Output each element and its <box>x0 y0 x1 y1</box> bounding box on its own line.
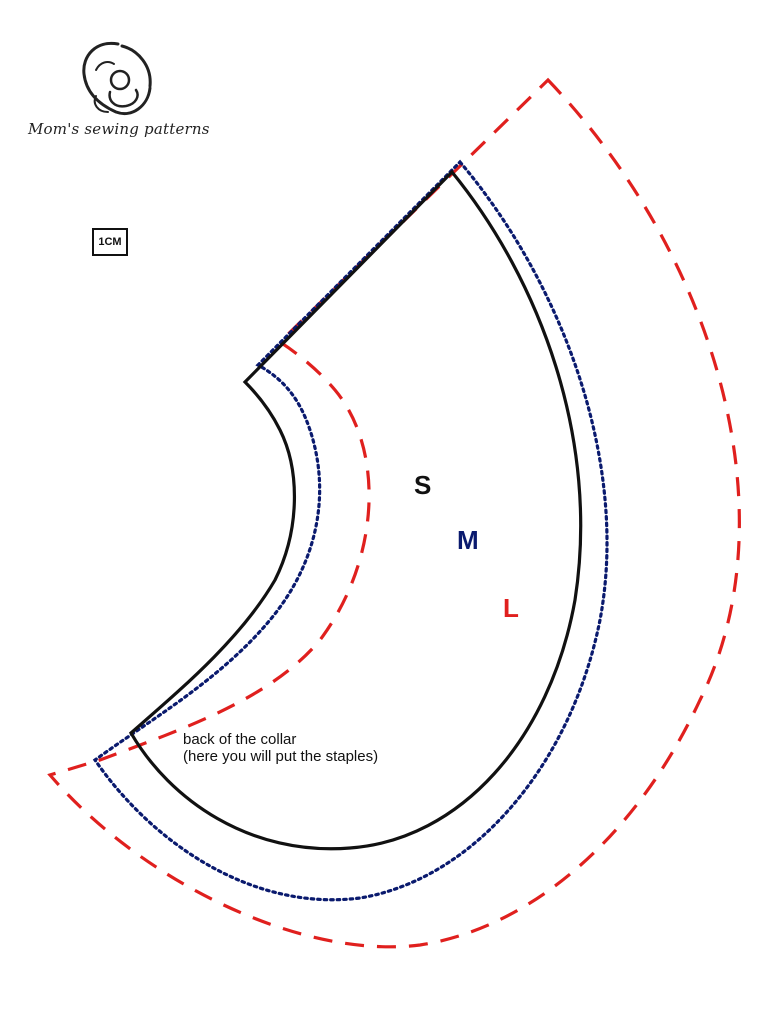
scale-label: 1CM <box>98 236 122 248</box>
note-line-1: back of the collar <box>183 731 297 748</box>
size-label-m: M <box>457 525 479 555</box>
size-m-outline <box>92 159 609 902</box>
note-line-2: (here you will put the staples) <box>183 748 379 765</box>
size-label-l: L <box>503 593 519 623</box>
collar-back-note: back of the collar (here you will put th… <box>183 731 378 765</box>
size-s-outline <box>128 169 583 851</box>
brand-name: Mom's sewing patterns <box>28 120 210 138</box>
size-label-s: S <box>414 470 432 500</box>
mother-and-baby-icon <box>82 41 152 115</box>
scale-reference-box: 1CM <box>92 228 128 256</box>
size-l-outline <box>47 77 741 949</box>
